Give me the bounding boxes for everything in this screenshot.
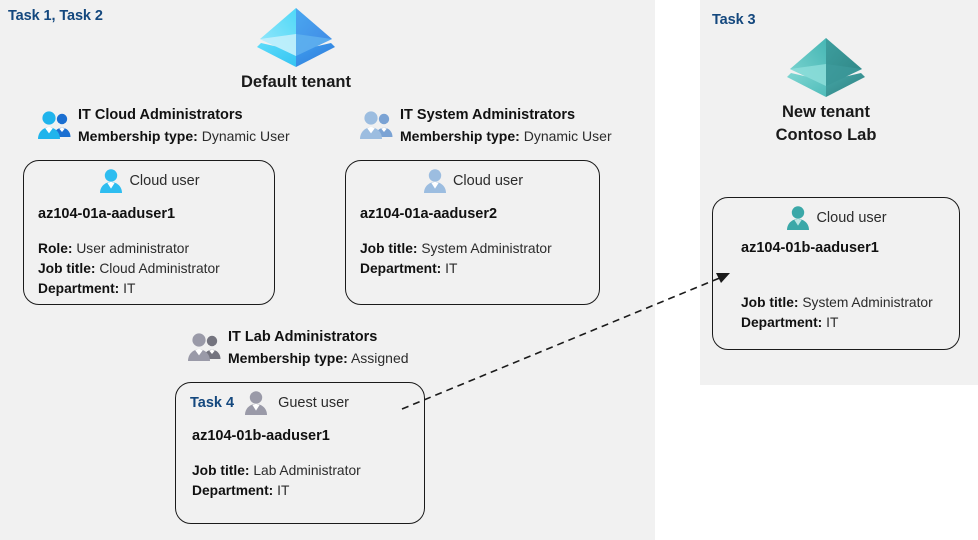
attr-department: Department: IT (360, 259, 599, 279)
user-type-label: Cloud user (816, 210, 887, 226)
group-users-icon (36, 110, 72, 145)
attr-label: Job title: (192, 463, 250, 478)
attr-label: Role: (38, 241, 73, 256)
user-attributes: Job title: System Administrator Departme… (360, 239, 599, 279)
card-header: Cloud user (24, 168, 274, 194)
user-principal-name: az104-01b-aaduser1 (741, 240, 879, 256)
task-label-right: Task 3 (712, 12, 756, 28)
group-name: IT System Administrators (400, 107, 576, 123)
new-tenant-name-line1: New tenant (781, 103, 870, 121)
user-card-az104-01a-aaduser2[interactable]: Cloud user az104-01a-aaduser2 Job title:… (345, 160, 600, 305)
attr-label: Department: (360, 260, 442, 276)
card-header: Cloud user (346, 168, 599, 194)
attr-value: Cloud Administrator (99, 260, 220, 276)
attr-role: Role: User administrator (38, 239, 274, 259)
user-card-az104-01a-aaduser1[interactable]: Cloud user az104-01a-aaduser1 Role: User… (23, 160, 275, 305)
card-header: Task 4 Guest user (176, 390, 424, 416)
attr-department: Department: IT (38, 279, 274, 299)
guest-user-icon (245, 391, 268, 415)
attr-label: Department: (192, 482, 274, 498)
new-tenant-name-line2: Contoso Lab (775, 125, 877, 144)
cloud-user-icon (100, 169, 123, 193)
attr-value: IT (123, 280, 136, 296)
group-meta-label: Membership type: (228, 349, 348, 366)
attr-value: User administrator (76, 241, 190, 256)
user-attributes: Job title: System Administrator Departme… (741, 293, 959, 333)
attr-value: Lab Administrator (253, 463, 361, 478)
group-membership-type: Membership type: Assigned (228, 348, 409, 368)
group-it-cloud-administrators[interactable]: IT Cloud Administrators Membership type:… (36, 105, 290, 146)
attr-department: Department: IT (741, 313, 959, 333)
group-meta-label: Membership type: (78, 127, 198, 144)
default-tenant-block: Default tenant (216, 3, 376, 94)
group-meta-value: Dynamic User (523, 127, 612, 144)
user-principal-name: az104-01b-aaduser1 (192, 428, 330, 444)
attr-label: Job title: (38, 260, 96, 276)
group-membership-type: Membership type: Dynamic User (78, 126, 290, 146)
attr-label: Job title: (360, 241, 418, 256)
user-card-az104-01b-aaduser1-guest[interactable]: Task 4 Guest user az104-01b-aaduser1 Job… (175, 382, 425, 524)
card-header: Cloud user (713, 205, 959, 231)
attr-job-title: Job title: System Administrator (741, 293, 959, 313)
attr-value: System Administrator (802, 295, 933, 310)
cloud-user-icon (423, 169, 446, 193)
attr-value: IT (445, 260, 458, 276)
group-it-lab-administrators[interactable]: IT Lab Administrators Membership type: A… (186, 327, 409, 368)
group-name: IT Lab Administrators (228, 329, 378, 345)
attr-department: Department: IT (192, 481, 424, 501)
cloud-user-icon (787, 206, 810, 230)
attr-value: IT (277, 482, 290, 498)
user-principal-name: az104-01a-aaduser2 (360, 206, 498, 222)
group-users-icon (186, 332, 222, 367)
group-it-system-administrators[interactable]: IT System Administrators Membership type… (358, 105, 612, 146)
user-card-az104-01b-aaduser1-cloud[interactable]: Cloud user az104-01b-aaduser1 Job title:… (712, 197, 960, 350)
group-membership-type: Membership type: Dynamic User (400, 126, 612, 146)
group-users-icon (358, 110, 394, 145)
user-attributes: Role: User administrator Job title: Clou… (38, 239, 274, 299)
group-name: IT Cloud Administrators (78, 107, 243, 123)
task-label-inline: Task 4 (190, 395, 235, 411)
group-meta-value: Dynamic User (201, 127, 290, 144)
azure-ad-tenant-icon (787, 38, 865, 97)
group-meta-value: Assigned (350, 349, 409, 366)
attr-label: Department: (38, 280, 120, 296)
user-principal-name: az104-01a-aaduser1 (38, 206, 176, 222)
attr-job-title: Job title: System Administrator (360, 239, 599, 259)
user-attributes: Job title: Lab Administrator Department:… (192, 461, 424, 501)
attr-value: System Administrator (421, 241, 552, 256)
azure-ad-tenant-icon (257, 8, 335, 67)
user-type-label: Guest user (278, 395, 349, 411)
attr-label: Job title: (741, 295, 799, 310)
default-tenant-name: Default tenant (240, 73, 351, 91)
default-tenant-panel (0, 0, 655, 540)
new-tenant-block: New tenant Contoso Lab (746, 33, 906, 147)
attr-value: IT (826, 314, 839, 330)
user-type-label: Cloud user (452, 173, 524, 189)
task-label-left: Task 1, Task 2 (8, 8, 103, 24)
attr-label: Department: (741, 314, 823, 330)
attr-job-title: Job title: Cloud Administrator (38, 259, 274, 279)
attr-job-title: Job title: Lab Administrator (192, 461, 424, 481)
group-meta-label: Membership type: (400, 127, 520, 144)
user-type-label: Cloud user (129, 173, 200, 189)
